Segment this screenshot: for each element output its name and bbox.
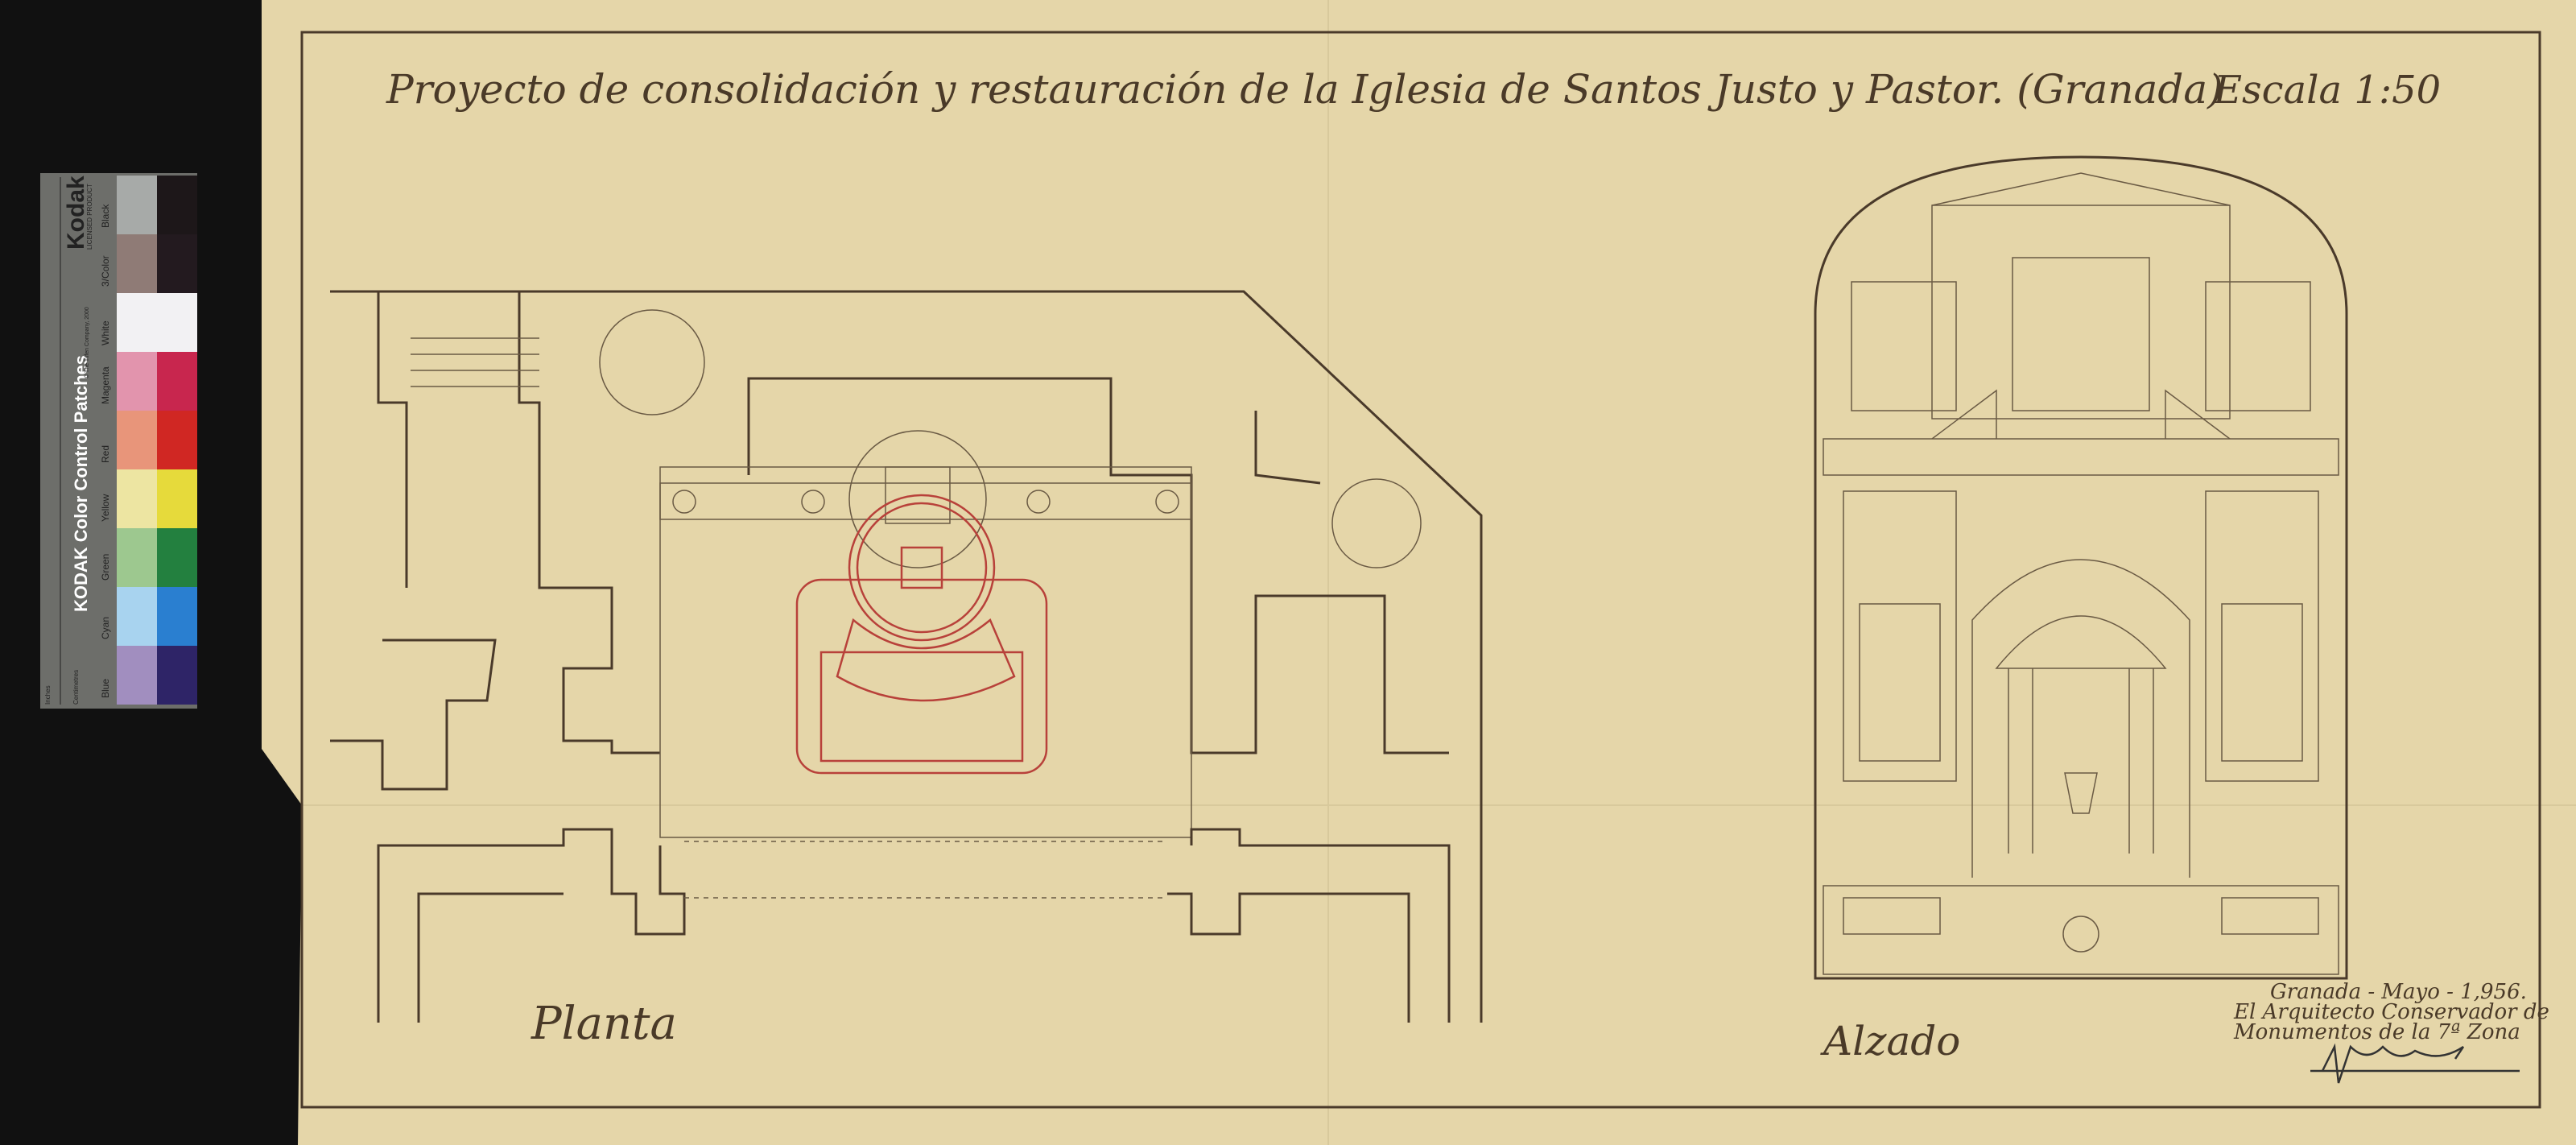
ruler-inches: Inches xyxy=(44,685,52,705)
spiral-stair xyxy=(1331,478,1422,568)
color-patch-white xyxy=(117,293,157,352)
patch-label: Red xyxy=(100,445,111,463)
color-patch-red xyxy=(117,411,157,469)
drawing-scale: Escala 1:50 xyxy=(2213,68,2441,113)
color-patch-dark-red xyxy=(157,411,197,469)
color-patch-green xyxy=(117,528,157,587)
color-patch-dark-white xyxy=(157,293,197,352)
elevation-label: Alzado xyxy=(1820,1018,1960,1064)
kodak-title: KODAK Color Control Patches xyxy=(71,355,91,612)
color-patch-dark-blue xyxy=(157,646,197,705)
patch-label: 3/Color xyxy=(100,255,111,287)
elevation-drawing: Alzado xyxy=(1814,155,2348,1064)
color-patch-dark-yellow xyxy=(157,469,197,528)
color-patch-cyan xyxy=(117,587,157,646)
color-patch-yellow xyxy=(117,469,157,528)
architect-zone: Monumentos de la 7ª Zona xyxy=(2233,1020,2520,1044)
kodak-sub: LICENSED PRODUCT xyxy=(86,184,93,250)
patch-label: White xyxy=(100,320,111,345)
place-date: Granada - Mayo - 1,956. xyxy=(2270,980,2527,1004)
kodak-copyright: © The Tiffen Company, 2000 xyxy=(84,307,90,378)
signature-block: Granada - Mayo - 1,956. El Arquitecto Co… xyxy=(2233,980,2549,1084)
patch-label: Black xyxy=(100,204,111,228)
color-patch-3color xyxy=(117,234,157,293)
color-patch-blue xyxy=(117,646,157,705)
kodak-brand: Kodak xyxy=(63,176,89,250)
color-patch-dark-green xyxy=(157,528,197,587)
color-patch-dark-cyan xyxy=(157,587,197,646)
patch-label: Green xyxy=(100,554,111,581)
color-patch-dark-3color xyxy=(157,234,197,293)
ruler-cm: Centimetres xyxy=(72,670,80,705)
patch-label: Magenta xyxy=(100,366,111,404)
paper-sheet xyxy=(262,0,2576,1145)
patch-label: Blue xyxy=(100,679,111,698)
color-patch-dark-black xyxy=(157,176,197,234)
drawing-border xyxy=(300,31,2541,1109)
color-patch-magenta xyxy=(117,352,157,411)
color-patch-dark-magenta xyxy=(157,352,197,411)
patch-label: Yellow xyxy=(100,494,111,522)
plan-label: Planta xyxy=(530,998,677,1050)
kodak-color-card: Black 3/ColorWhiteMagentaRedYellowGreenCy… xyxy=(40,173,197,709)
drawing-title: Proyecto de consolidación y restauración… xyxy=(386,66,2223,113)
floor-plan: Planta xyxy=(330,290,1483,1050)
spiral-stair xyxy=(599,309,705,415)
patch-label: Cyan xyxy=(100,617,111,639)
handwritten-signature xyxy=(2310,1043,2520,1084)
color-patch-black xyxy=(117,176,157,234)
architect-title: El Arquitecto Conservador de xyxy=(2233,1000,2549,1024)
